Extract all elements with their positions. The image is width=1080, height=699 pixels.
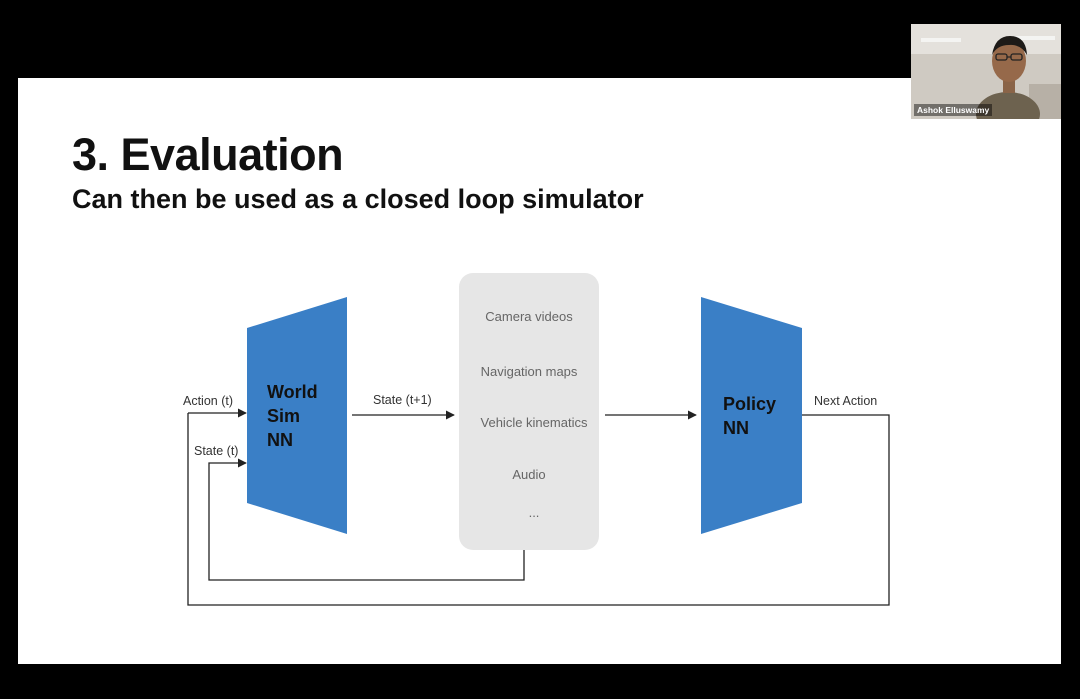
policy-label-line2: NN <box>723 418 749 438</box>
state-item-navigation-maps: Navigation maps <box>481 364 578 379</box>
next-action-loop <box>187 413 890 606</box>
world-sim-nn-block <box>247 297 347 534</box>
slide-title: 3. Evaluation <box>72 129 344 180</box>
state-t-label: State (t) <box>194 444 238 458</box>
presentation-slide: 3. Evaluation Can then be used as a clos… <box>18 78 1061 664</box>
next-action-label: Next Action <box>814 394 877 408</box>
closed-loop-diagram: World Sim NN Camera videos Navigation ma… <box>183 273 890 606</box>
world-sim-label-line2: Sim <box>267 406 300 426</box>
state-t1-label: State (t+1) <box>373 393 432 407</box>
action-t-label: Action (t) <box>183 394 233 408</box>
state-item-camera-videos: Camera videos <box>485 309 573 324</box>
state-item-ellipsis: ... <box>529 505 540 520</box>
policy-label-line1: Policy <box>723 394 776 414</box>
world-sim-label-line1: World <box>267 382 318 402</box>
state-feedback-loop <box>208 458 525 581</box>
state-item-vehicle-kinematics: Vehicle kinematics <box>481 415 588 430</box>
participant-name-label: Ashok Elluswamy <box>914 104 993 116</box>
state-item-audio: Audio <box>512 467 545 482</box>
participant-video-frame <box>911 24 1061 119</box>
world-sim-label-line3: NN <box>267 430 293 450</box>
slide-subtitle: Can then be used as a closed loop simula… <box>72 184 644 214</box>
participant-video-thumbnail[interactable]: Ashok Elluswamy <box>911 24 1061 119</box>
state-box <box>459 273 599 550</box>
policy-nn-block <box>701 297 802 534</box>
